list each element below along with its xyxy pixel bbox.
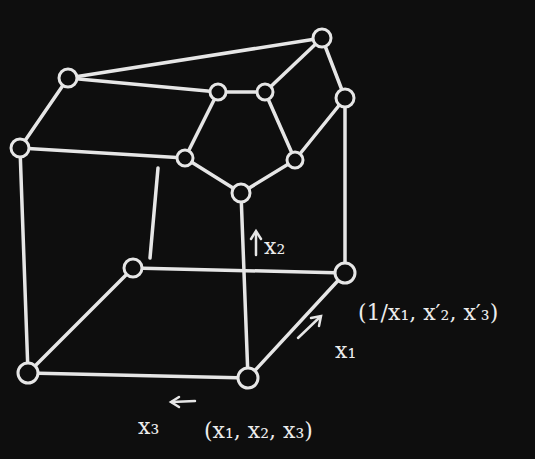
math-label: x₁ (335, 340, 356, 362)
direction-arrows (171, 231, 321, 407)
math-label: (1/x₁, x′₂, x′₃) (358, 302, 498, 324)
math-label: x₂ (264, 236, 285, 258)
math-label: x₃ (138, 416, 159, 438)
vertex-circles (11, 29, 355, 388)
polytope-edges (20, 38, 345, 378)
math-label: (x₁, x₂, x₃) (204, 420, 313, 442)
